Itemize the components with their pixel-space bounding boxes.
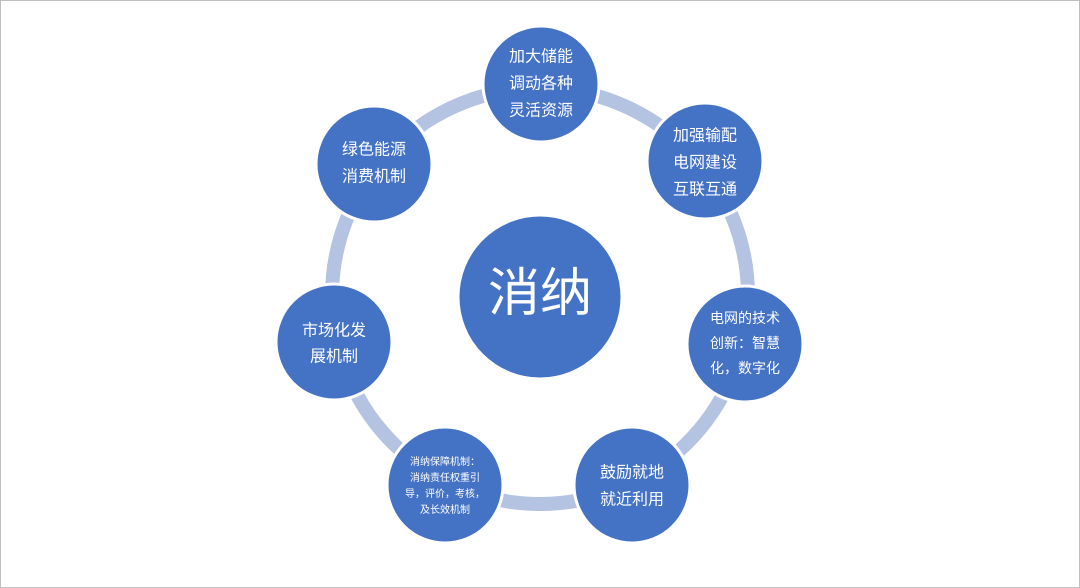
- node-line: 展机制: [310, 347, 358, 366]
- node-line: 化，数字化: [710, 361, 780, 377]
- node-line: 消费机制: [342, 167, 406, 186]
- node-line: 灵活资源: [509, 101, 573, 120]
- node-market-mechanism: 市场化发 展机制: [274, 282, 394, 402]
- node-line: 创新：智慧: [710, 336, 780, 352]
- node-line: 鼓励就地: [600, 463, 664, 482]
- node-circle: [685, 284, 805, 404]
- node-line: 市场化发: [302, 321, 366, 340]
- node-grid-innovation: 电网的技术 创新：智慧 化，数字化: [685, 284, 805, 404]
- node-line: 消纳责任权重引: [410, 471, 480, 484]
- node-line: 消纳保障机制：: [410, 455, 480, 468]
- node-circle: [572, 425, 692, 545]
- node-line: 加大储能: [509, 47, 573, 66]
- node-line: 加强输配: [673, 126, 737, 145]
- center-node-circle: [456, 213, 624, 381]
- node-circle: [274, 282, 394, 402]
- node-circle: [314, 104, 434, 224]
- node-storage-flexibility: 加大储能 调动各种 灵活资源: [481, 24, 601, 144]
- node-line: 电网的技术: [710, 311, 780, 327]
- node-line: 就近利用: [600, 490, 664, 509]
- center-node: 消纳: [456, 213, 624, 381]
- node-guarantee-mechanism: 消纳保障机制： 消纳责任权重引 导，评价，考核， 及长效机制: [385, 425, 505, 545]
- node-line: 绿色能源: [342, 140, 406, 159]
- node-circle: [481, 24, 601, 144]
- center-node-label: 消纳: [488, 264, 592, 324]
- node-grid-construction: 加强输配 电网建设 互联互通: [645, 101, 765, 221]
- node-line: 电网建设: [673, 153, 737, 172]
- node-local-utilization: 鼓励就地 就近利用: [572, 425, 692, 545]
- node-green-consumption: 绿色能源 消费机制: [314, 104, 434, 224]
- node-circle: [385, 425, 505, 545]
- node-line: 互联互通: [673, 180, 737, 199]
- node-circle: [645, 101, 765, 221]
- node-line: 调动各种: [509, 74, 573, 93]
- node-line: 及长效机制: [420, 503, 470, 516]
- node-line: 导，评价，考核，: [405, 487, 485, 500]
